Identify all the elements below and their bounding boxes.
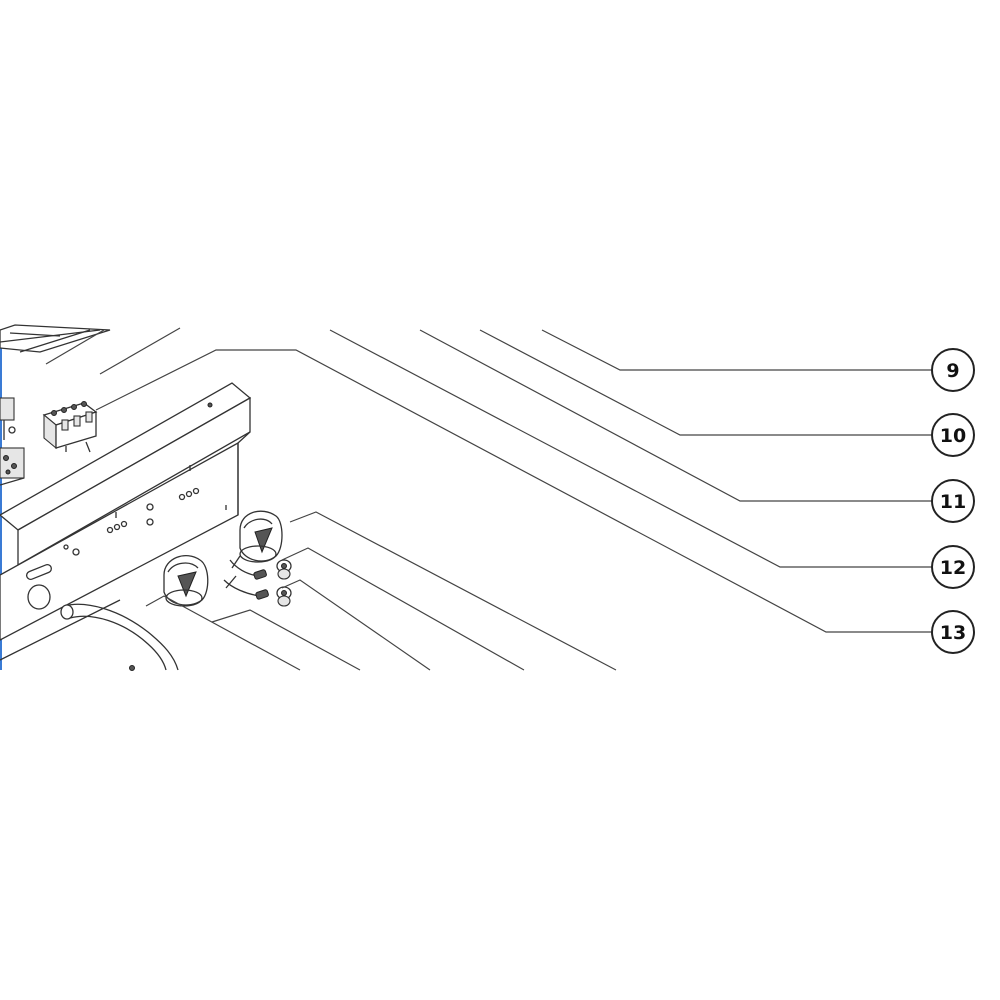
callout-13-label: 13	[940, 622, 966, 644]
control-knob	[239, 510, 283, 563]
callout-10-label: 10	[940, 425, 966, 447]
upper-housing	[0, 324, 111, 353]
pilot-lamp	[276, 586, 292, 607]
callout-11: 11	[931, 479, 975, 523]
side-switch-assembly	[0, 397, 25, 486]
wire-harness	[223, 555, 269, 600]
leader-line-12	[329, 329, 932, 568]
leader-line-13	[95, 349, 932, 633]
leader-line-11	[419, 329, 932, 502]
callout-10: 10	[931, 413, 975, 457]
leader-lines	[45, 327, 932, 671]
control-knob	[163, 555, 209, 607]
leader-line-10	[479, 329, 932, 436]
callout-12-label: 12	[940, 557, 966, 579]
pilot-lamp	[276, 559, 292, 580]
callout-11-label: 11	[940, 491, 966, 513]
callout-12: 12	[931, 545, 975, 589]
callout-9-label: 9	[946, 360, 959, 382]
callout-9: 9	[931, 348, 975, 392]
callout-13: 13	[931, 610, 975, 654]
leader-line-9	[541, 329, 932, 371]
selector-switch	[42, 401, 98, 453]
control-panel	[0, 382, 252, 661]
burner-tube	[60, 603, 179, 671]
